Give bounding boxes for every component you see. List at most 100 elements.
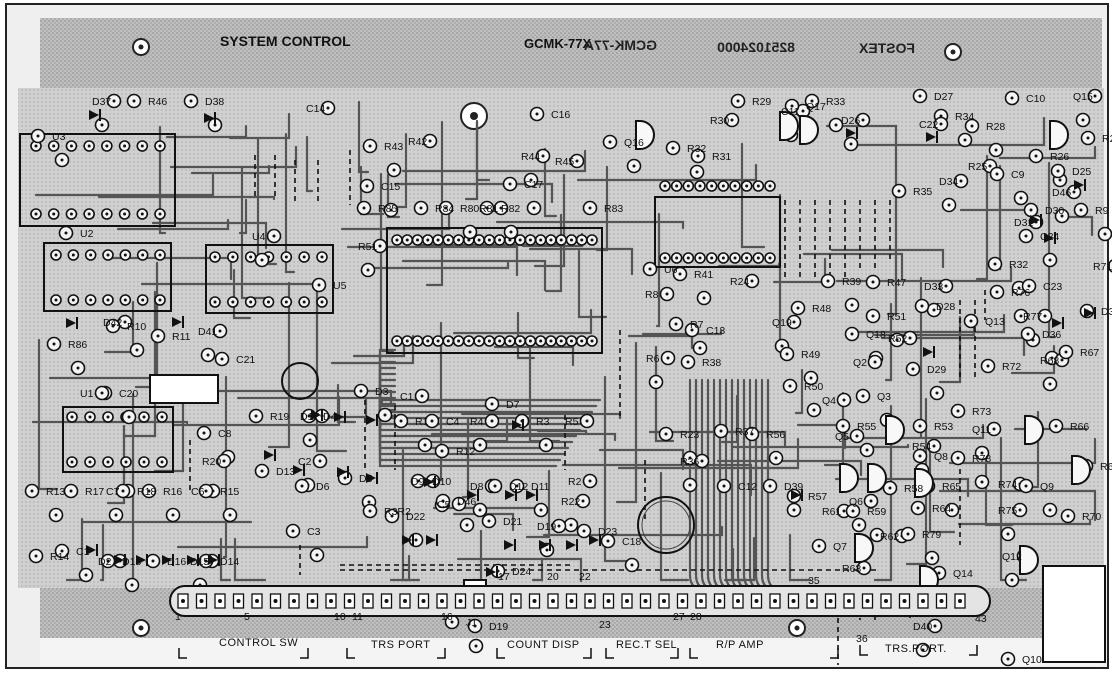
component-label: Q7 (833, 541, 847, 553)
component-label: D19 (537, 521, 556, 533)
component-label: D35 (1101, 306, 1112, 318)
component-label: R38 (702, 357, 721, 369)
component-label: D17 (300, 411, 319, 423)
component-label: R75 (998, 505, 1017, 517)
group-label-trs-port-2: TRS.PORT. (885, 643, 947, 655)
component-label: R51 (887, 311, 906, 323)
component-label: R78 (972, 453, 991, 465)
component-label: C9 (1011, 169, 1025, 181)
component-label: R58 (904, 483, 923, 495)
component-label: R84 (435, 203, 454, 215)
component-label: R13 (46, 486, 65, 498)
component-label: D2 (98, 556, 112, 568)
component-label: C3 (307, 526, 321, 538)
component-label: J1 (466, 617, 477, 629)
component-label: R41 (694, 269, 713, 281)
component-label: R76 (1011, 287, 1030, 299)
component-label: R46 (148, 96, 167, 108)
component-label: R85 (378, 203, 397, 215)
board-title: SYSTEM CONTROL (220, 33, 351, 49)
group-label-control-sw: CONTROL SW (219, 637, 298, 649)
component-label: C13 (706, 325, 725, 337)
component-label: C1 (400, 391, 414, 403)
component-label: D21 (503, 516, 522, 528)
component-label: C14 (306, 103, 325, 115)
pin-label: 16 (441, 611, 453, 623)
mirrored-model: GCMK-77A (584, 37, 657, 53)
component-label: R42 (408, 136, 427, 148)
component-label: R1 (415, 416, 429, 428)
component-label: R24 (730, 276, 749, 288)
component-label: D37 (92, 96, 111, 108)
component-label: Q14 (953, 568, 973, 580)
component-label: D30 (1045, 205, 1064, 217)
pin-label: 36 (856, 633, 868, 645)
pin-label: 22 (579, 571, 591, 583)
component-label: R73 (972, 406, 991, 418)
component-label: D38 (205, 96, 224, 108)
component-label: R50 (804, 381, 823, 393)
component-label: R81 (479, 203, 498, 215)
component-label: Q8 (934, 451, 948, 463)
component-label: Q17 (806, 101, 826, 113)
component-label: C12 (738, 481, 757, 493)
component-label: D5 (359, 473, 373, 485)
component-label: D22 (406, 511, 425, 523)
component-label: R39 (842, 276, 861, 288)
component-label: D7 (506, 399, 520, 411)
pin-label: 20 (547, 571, 559, 583)
component-label: R43 (384, 141, 403, 153)
component-label: C2 (298, 456, 312, 468)
component-label: R8 (645, 289, 659, 301)
component-label: R29 (752, 96, 771, 108)
component-label: Q9 (1040, 481, 1054, 493)
component-label: D24 (512, 566, 531, 578)
component-label: C15 (381, 181, 400, 193)
component-label: D41 (198, 326, 217, 338)
component-label: D6 (316, 481, 330, 493)
component-label: D18 (122, 556, 141, 568)
component-label: Q5 (835, 431, 849, 443)
component-label: U6 (664, 264, 678, 276)
component-label: R57 (808, 491, 827, 503)
component-label: R64 (932, 503, 951, 515)
component-label: U4 (252, 231, 266, 243)
component-label: R12 (456, 446, 475, 458)
component-label: R32 (687, 143, 706, 155)
component-label: C6 (191, 486, 205, 498)
component-label: R59 (867, 506, 886, 518)
connector-q10-outline (1043, 566, 1105, 662)
component-label: D46 (457, 496, 476, 508)
component-label: D40 (913, 621, 932, 633)
component-label: R6 (646, 353, 660, 365)
component-label: R53 (934, 421, 953, 433)
component-label: D19 (489, 621, 508, 633)
mirrored-brand: FOSTEX (858, 40, 915, 56)
component-label: R37 (735, 426, 754, 438)
component-label: Q4 (822, 395, 836, 407)
component-label: D25 (1072, 166, 1091, 178)
component-label: D31 (1014, 217, 1033, 229)
group-label-rp-amp: R/P AMP (716, 639, 764, 651)
component-label: R45 (555, 156, 574, 168)
capacitor-c20-body (150, 375, 218, 403)
model-number: GCMK-77X (524, 36, 592, 51)
pin-label: 27 (673, 611, 685, 623)
component-label: R69 (1100, 461, 1112, 473)
component-label: R22 (561, 496, 580, 508)
component-label: R33 (826, 96, 845, 108)
group-label-trs-port: TRS PORT (371, 639, 430, 651)
component-label: C5 (437, 499, 451, 511)
component-label: C16 (551, 109, 570, 121)
component-label: Q13 (985, 316, 1005, 328)
component-label: R15 (220, 486, 239, 498)
component-label: Q10 (1022, 654, 1042, 666)
component-label: R35 (913, 186, 932, 198)
component-label: R17 (85, 486, 104, 498)
pin-label: 10 (334, 611, 346, 623)
component-label: C17 (524, 179, 543, 191)
component-label: D10 (432, 476, 451, 488)
component-label: R70 (1082, 511, 1101, 523)
component-label: Q15 (1073, 91, 1093, 103)
